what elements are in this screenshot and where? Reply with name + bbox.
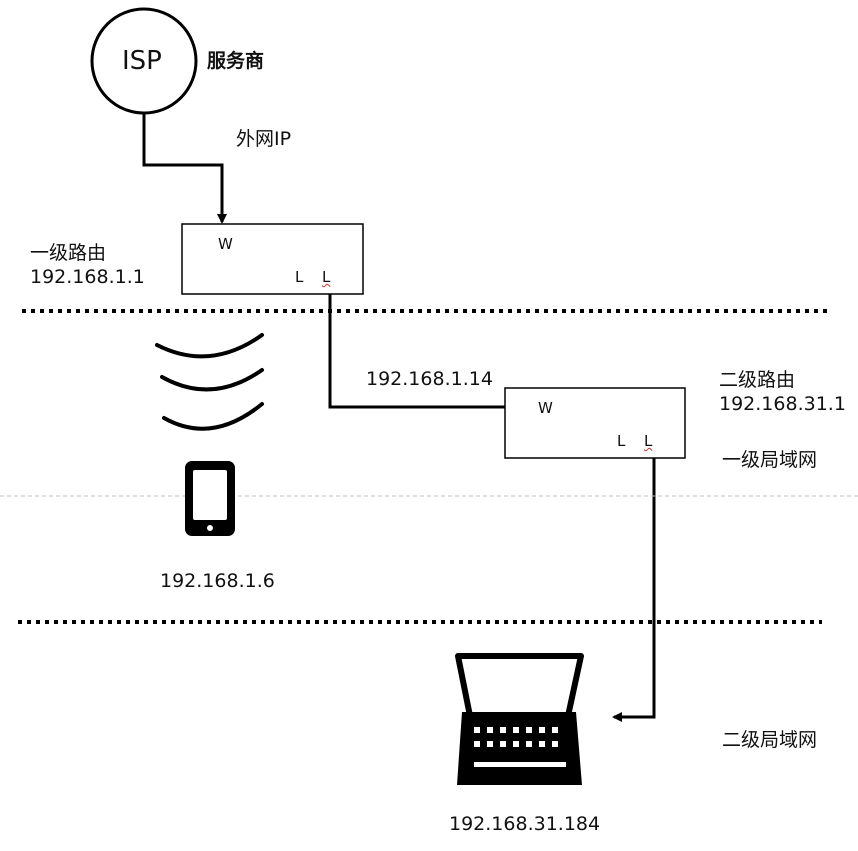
isp-circle-label: ISP	[122, 46, 162, 76]
router1-box	[181, 223, 364, 295]
wifi-signal-icon	[155, 333, 264, 431]
router2-to-laptop-line	[612, 458, 656, 722]
router1-port-w: W	[218, 235, 233, 253]
phone-ip: 192.168.1.6	[160, 570, 275, 592]
wan-ip-label: 外网IP	[236, 128, 292, 150]
router1-port-l1: L	[295, 268, 304, 286]
router2-port-l2: L	[644, 432, 653, 450]
laptop-ip: 192.168.31.184	[449, 813, 601, 835]
isp-provider-label: 服务商	[207, 50, 265, 72]
router1-ip: 192.168.1.1	[30, 266, 145, 288]
router2-wan-ip: 192.168.1.14	[366, 368, 493, 390]
router2-port-w: W	[538, 399, 553, 417]
router2-box	[504, 387, 686, 459]
router2-title: 二级路由	[719, 369, 796, 391]
isp-to-router1-line	[142, 113, 227, 224]
phone-icon	[185, 461, 235, 536]
lan2-label: 二级局域网	[722, 729, 818, 751]
lan1-label: 一级局域网	[722, 449, 818, 471]
router1-to-router2-line	[328, 294, 522, 412]
router1-title: 一级路由	[30, 242, 107, 264]
router1-port-l2: L	[322, 268, 331, 286]
laptop-icon	[455, 653, 584, 785]
router2-port-l1: L	[617, 432, 626, 450]
router2-ip: 192.168.31.1	[719, 393, 846, 415]
